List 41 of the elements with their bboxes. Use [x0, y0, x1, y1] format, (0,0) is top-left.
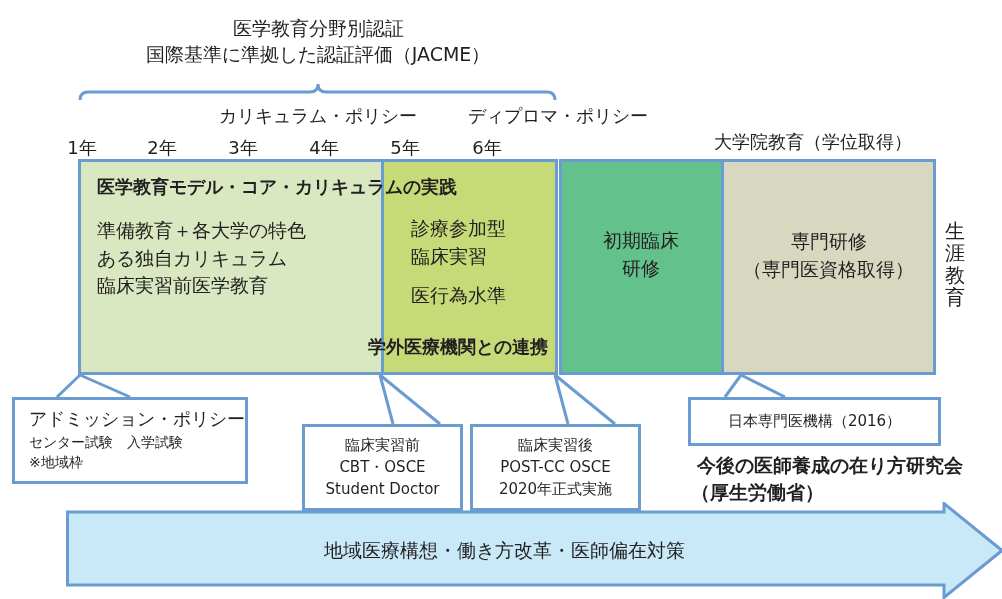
node-text: 日本専門医機構（2016）: [727, 412, 902, 431]
node-text: 医行為水準: [411, 283, 507, 309]
node-text: ※地域枠: [29, 453, 84, 473]
banner-arrow: [66, 502, 1002, 599]
node-text: CBT・OSCE: [339, 456, 426, 478]
heading-text: 国際基準に準拠した認証評価（JACME）: [145, 42, 491, 67]
node-text: 臨床実習前: [345, 435, 420, 456]
year-label: 1年: [67, 136, 97, 160]
callout-box: [12, 397, 248, 484]
node-text: 診療参加型臨床実習: [411, 216, 507, 269]
node-text: POST-CC OSCE: [500, 456, 611, 478]
node-text: 準備教育＋各大学の特色ある独自カリキュラム: [97, 218, 307, 271]
year-label: 6年: [472, 136, 502, 160]
year-label: 5年: [390, 136, 420, 160]
callout-pointer: [723, 373, 787, 399]
heading-text: 医学教育分野別認証: [232, 16, 404, 41]
node-text: 臨床実習後: [518, 435, 593, 456]
note-heading: （厚生労働省）: [691, 480, 824, 505]
callout-box: [688, 397, 941, 446]
node-text: 臨床実習前医学教育: [97, 273, 269, 299]
year-label: 2年: [147, 136, 177, 160]
callout-pointer: [553, 373, 617, 426]
node-text: Student Doctor: [325, 478, 440, 500]
policy-label: カリキュラム・ポリシー: [219, 104, 417, 128]
callout-pointer: [55, 373, 132, 399]
note-heading: 今後の医師養成の在り方研究会: [697, 453, 963, 478]
callout-box: [302, 424, 463, 511]
node-text: 初期臨床研修: [602, 228, 681, 281]
node-text: 2020年正式実施: [498, 478, 613, 500]
node-text: 地域医療構想・働き方改革・医師偏在対策: [323, 537, 685, 563]
node-caption: 大学院教育（学位取得）: [714, 130, 912, 154]
node-text: 専門研修: [790, 228, 867, 254]
node-text: （専門医資格取得）: [743, 257, 914, 282]
policy-label: ディプロマ・ポリシー: [468, 104, 648, 128]
year-label: 4年: [309, 136, 339, 160]
stage-box: [559, 159, 724, 375]
year-label: 3年: [228, 136, 258, 160]
callout-box: [470, 424, 641, 511]
callout-pointer: [378, 373, 442, 426]
node-text: アドミッション・ポリシー: [29, 407, 245, 431]
node-text: センター試験 入学試験: [29, 433, 184, 453]
